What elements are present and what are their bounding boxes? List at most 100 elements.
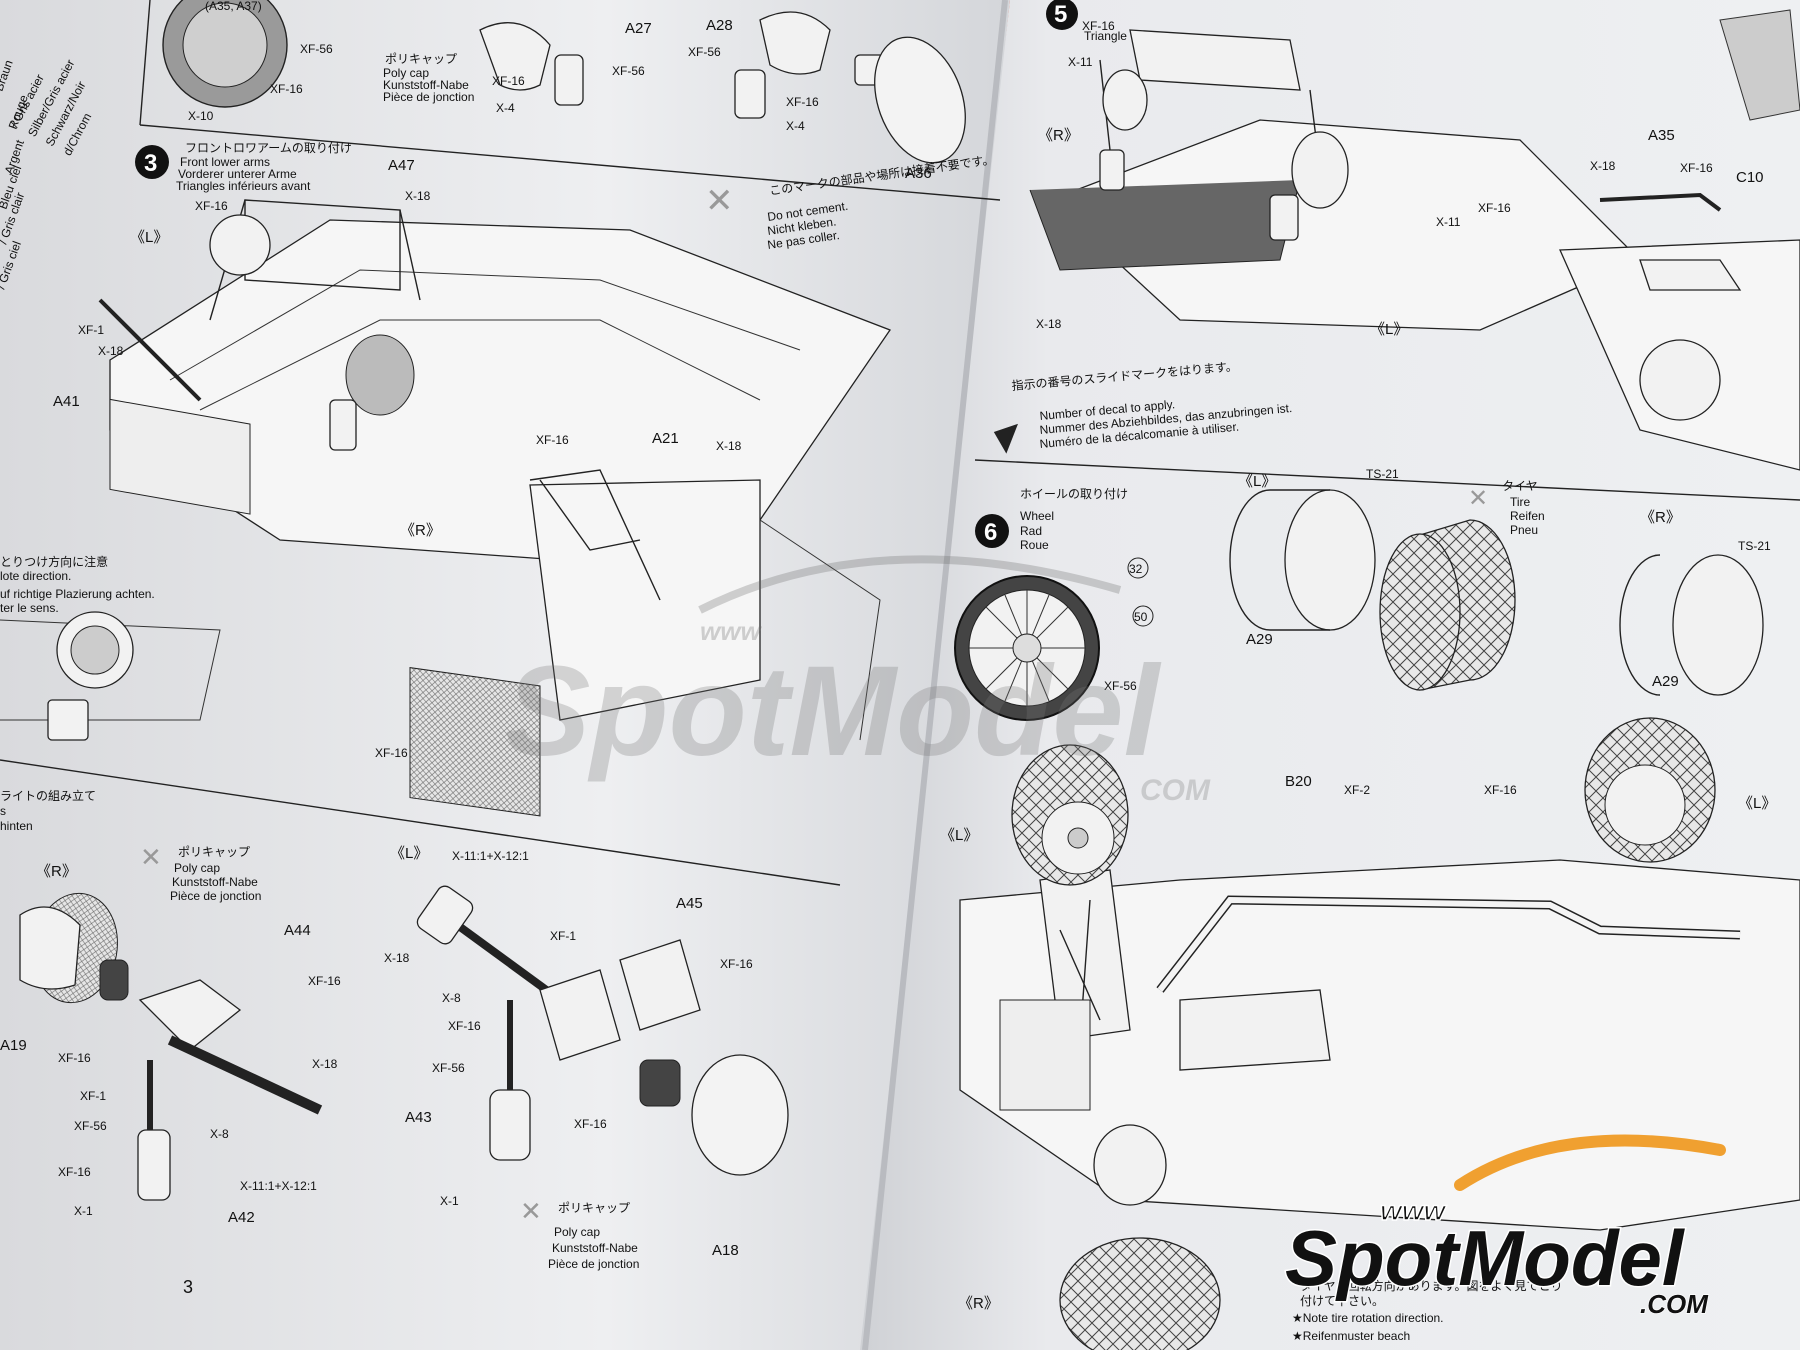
- wheel-left: [1284, 489, 1376, 631]
- label-top-left-a36: A36: [905, 165, 932, 182]
- label-step6-title-fr: Roue: [1020, 538, 1049, 552]
- label-step6-tire-fr: Pneu: [1510, 523, 1538, 537]
- label-watermark-center-com: COM: [1140, 774, 1211, 807]
- damper-2: [734, 69, 766, 119]
- label-step6-rot-de: ★Reifenmuster beach: [1292, 1329, 1410, 1343]
- rear-tire-bottom: [1059, 1237, 1221, 1350]
- center-watermark: www SpotModel COM: [505, 555, 1211, 807]
- no-cement-mark-icon-4: ✕: [1468, 484, 1488, 512]
- label-top-left-xf56a: XF-56: [300, 42, 333, 56]
- label-step5-right: 《R》: [1038, 127, 1079, 144]
- label-rear-step-left: 《L》: [390, 845, 428, 862]
- label-step3-labels-a41: A41: [53, 393, 80, 410]
- label-watermark-center-main: SpotModel: [505, 640, 1162, 783]
- label-step6-tire-en: Tire: [1510, 495, 1531, 509]
- brake-disc-2: [874, 36, 966, 164]
- label-top-left-xf56b: XF-56: [612, 64, 645, 78]
- label-step5-xf16a: XF-16: [1082, 19, 1115, 33]
- label-top-left-xf16b: XF-16: [492, 74, 525, 88]
- label-step3-number: 3: [144, 150, 157, 177]
- label-top-left-a35: (A35, A37): [205, 0, 262, 13]
- label-step6-left2: 《L》: [940, 827, 978, 844]
- label-rear-step-a18: A18: [712, 1242, 739, 1259]
- label-rear-step-poly1-en: Poly cap: [174, 861, 220, 875]
- label-rear-step-poly2-fr: Pièce de jonction: [548, 1257, 639, 1271]
- decal-arrow-icon: [993, 423, 1018, 454]
- label-step6-tire-ja: タイヤ: [1502, 479, 1538, 493]
- label-step6-title-en: Wheel: [1020, 509, 1054, 523]
- assembled-wheel: [954, 575, 1100, 721]
- label-step6-left: 《L》: [1238, 473, 1276, 490]
- label-watermark-center-www: www: [700, 616, 762, 646]
- rear-damper-right: [489, 1089, 531, 1161]
- label-step6-ts21b: TS-21: [1738, 539, 1771, 553]
- label-rear-step-a43: A43: [405, 1109, 432, 1126]
- decal-marker-32: [1127, 557, 1149, 579]
- label-watermark-logo-www: www: [1380, 1195, 1448, 1226]
- label-step5-left: 《L》: [1370, 321, 1408, 338]
- label-top-left-poly-ja: ポリキャップ: [385, 52, 457, 66]
- label-rear-step-xf1a: XF-1: [80, 1089, 106, 1103]
- label-step3-labels-a21: A21: [652, 430, 679, 447]
- label-step6-xf56: XF-56: [1104, 679, 1137, 693]
- label-rear-step-xf16c: XF-16: [58, 1165, 91, 1179]
- label-step6-rot-ja: タイヤは回転方向があります。図をよく見てとり: [1300, 1278, 1562, 1293]
- label-rear-step-title-en: s: [0, 804, 6, 818]
- label-step5-xf16b: XF-16: [1478, 201, 1511, 215]
- label-step3-title-ja: フロントロワアームの取り付け: [185, 141, 352, 155]
- label-rear-step-x18a: X-18: [312, 1057, 338, 1071]
- label-step5-x18a: X-18: [1036, 317, 1062, 331]
- label-rear-step-x8b: X-8: [442, 991, 461, 1005]
- label-step6-left3: 《L》: [1738, 795, 1776, 812]
- label-step5-a35: A35: [1648, 127, 1675, 144]
- label-step3-labels-x18a: X-18: [405, 189, 431, 203]
- label-rear-step-x11a: X-11:1+X-12:1: [240, 1179, 317, 1193]
- label-step3-labels-left: 《L》: [130, 229, 168, 246]
- no-cement-mark-icon-2: ✕: [140, 843, 162, 873]
- label-rear-step-a45: A45: [676, 895, 703, 912]
- label-step5-x18b: X-18: [1590, 159, 1616, 173]
- logo-swoosh-icon: [1454, 1134, 1726, 1191]
- label-rear-step-xf1b: XF-1: [550, 929, 576, 943]
- label-step5-xf16c: XF-16: [1680, 161, 1713, 175]
- label-top-left-xf16c: XF-16: [786, 95, 819, 109]
- label-rear-step-a44: A44: [284, 922, 311, 939]
- step-3: 3 フロントロワアームの取り付け Front lower arms Vorder…: [53, 141, 995, 817]
- label-step6-rot-ja2: 付けて下さい。: [1300, 1294, 1384, 1308]
- label-top-left-poly-en: Poly cap: [383, 66, 429, 80]
- label-rear-step-x1b: X-1: [440, 1194, 459, 1208]
- label-rear-step-xf16d: XF-16: [448, 1019, 481, 1033]
- label-step6-title-ja: ホイールの取り付け: [1020, 487, 1128, 501]
- page-number: 3: [183, 1277, 193, 1297]
- label-top-left-poly-de: Kunststoff-Nabe: [383, 78, 469, 92]
- label-top-left-a27: A27: [625, 20, 652, 37]
- label-top-left-a28: A28: [706, 17, 733, 34]
- no-cement-mark-icon-3: ✕: [520, 1197, 542, 1227]
- label-step6-ts21a: TS-21: [1366, 467, 1399, 481]
- label-step3-title-de: Vorderer unterer Arme: [178, 167, 297, 181]
- label-step3-labels-right: 《R》: [400, 522, 441, 539]
- tire-left: [1379, 519, 1516, 691]
- spine-fold: [862, 0, 1008, 1350]
- label-step5-c10: C10: [1736, 169, 1764, 186]
- label-rear-step-poly2-ja: ポリキャップ: [558, 1201, 630, 1215]
- label-left-edge-dir-en: lote direction.: [0, 569, 71, 583]
- label-step6-rot-en: ★Note tire rotation direction.: [1292, 1311, 1444, 1325]
- label-step3-title-fr: Triangles inférieurs avant: [176, 179, 311, 193]
- label-step6-a29b: A29: [1652, 673, 1679, 690]
- label-step6-right2: 《R》: [958, 1295, 999, 1312]
- label-top-left-poly-fr: Pièce de jonction: [383, 90, 474, 104]
- label-left-edge-dir-fr: ter le sens.: [0, 601, 59, 615]
- label-left-edge-dir-de: uf richtige Plazierung achten.: [0, 587, 155, 601]
- label-step6-a29a: A29: [1246, 631, 1273, 648]
- label-step3-labels-x18c: X-18: [716, 439, 742, 453]
- label-rear-step-x8a: X-8: [210, 1127, 229, 1141]
- label-rear-step-poly1-ja: ポリキャップ: [178, 845, 250, 859]
- label-rear-step-x11b: X-11:1+X-12:1: [452, 849, 529, 863]
- label-step3-labels-xf16c: XF-16: [375, 746, 408, 760]
- label-step3-labels-xf1: XF-1: [78, 323, 104, 337]
- label-step5-x11a: X-11: [1068, 55, 1093, 69]
- label-rear-step-title-ja: ライトの組み立て: [0, 788, 96, 803]
- label-left-edge-dir-ja: とりつけ方向に注意: [0, 554, 108, 569]
- label-step5-x11b: X-11: [1436, 215, 1461, 229]
